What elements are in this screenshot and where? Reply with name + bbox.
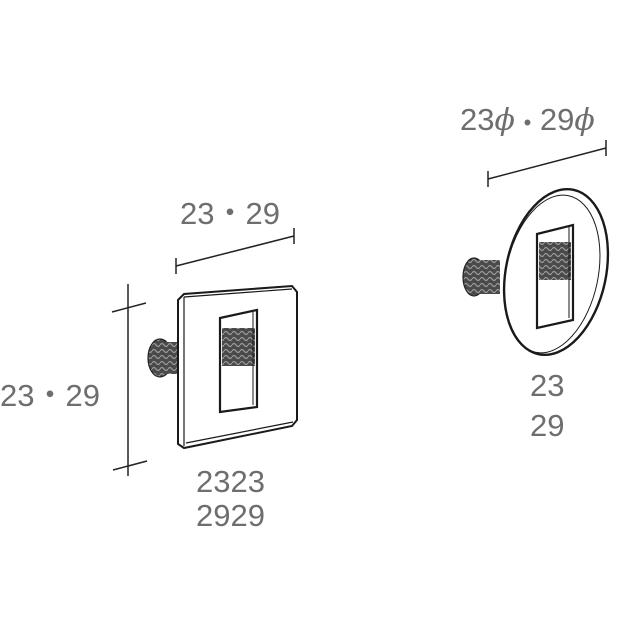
round-model-line2: 29 [530,408,565,443]
square-height-dimension-line [111,284,148,476]
round-diameter-b: 29 [539,102,575,137]
round-plate-icon [502,187,610,357]
round-diameter-a: 23 [460,102,495,137]
square-width-label: 23・29 [180,196,280,231]
phi-symbol-icon: ϕ [574,103,595,138]
round-plate-knob-icon [462,257,500,297]
square-width-dimension-line [175,228,295,274]
phi-symbol-icon: ϕ [494,103,515,138]
square-height-label: 23・29 [0,378,100,413]
square-model-line2: 2929 [196,498,265,533]
square-plate-knob-icon [147,338,180,378]
square-model-line1: 2323 [196,464,265,499]
round-model-line1: 23 [530,368,565,403]
round-diameter-dimension-line [487,140,607,187]
separator-dot: • [523,110,532,135]
square-plate-icon [177,284,298,450]
round-diameter-label: 23ϕ • 29ϕ [460,104,595,136]
